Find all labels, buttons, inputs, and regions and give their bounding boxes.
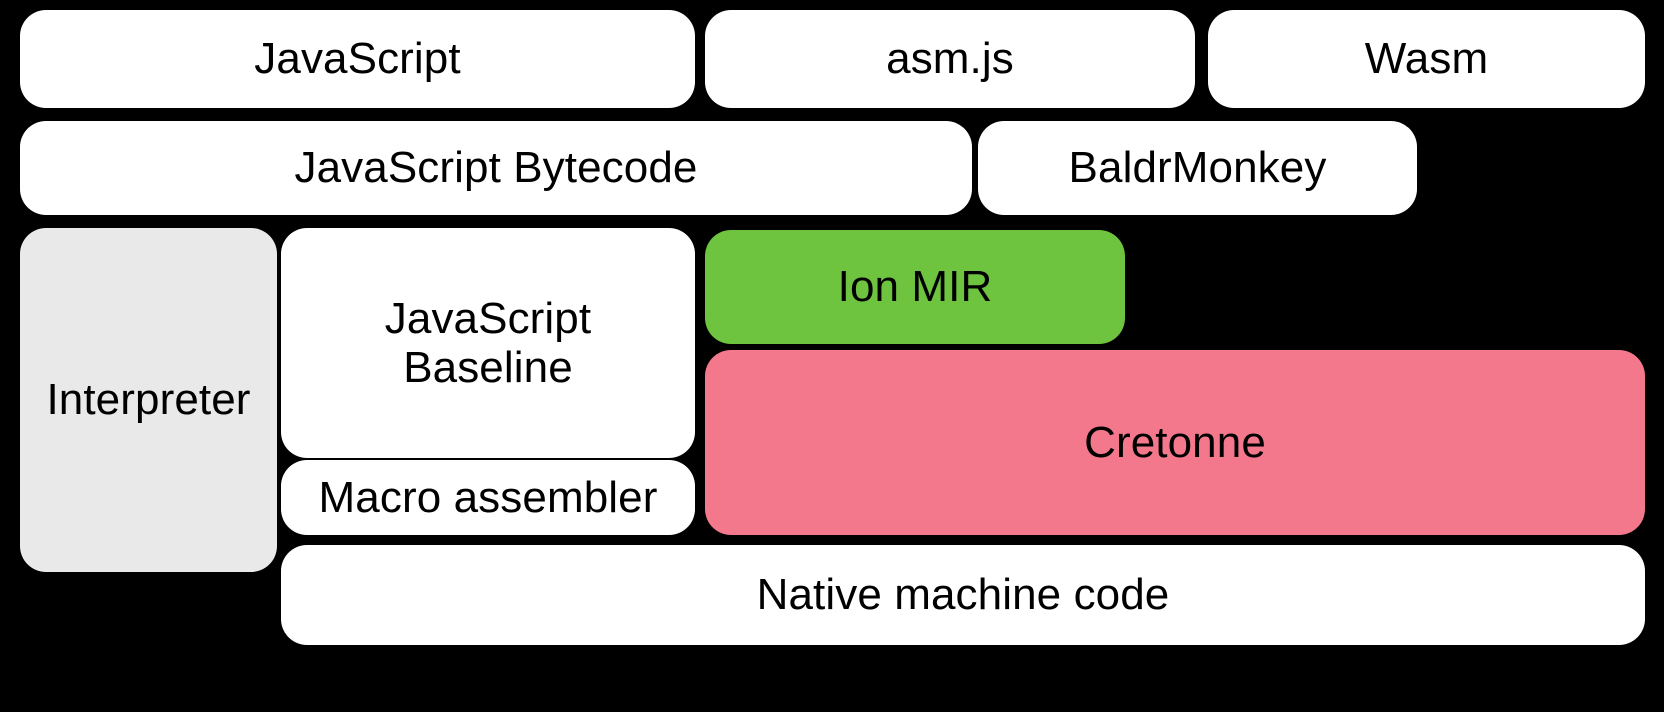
node-javascript-bytecode[interactable]: JavaScript Bytecode: [20, 121, 972, 215]
node-baldrmonkey[interactable]: BaldrMonkey: [978, 121, 1417, 215]
node-cretonne[interactable]: Cretonne: [705, 350, 1645, 535]
node-native-machine-code[interactable]: Native machine code: [281, 545, 1645, 645]
node-ion-mir[interactable]: Ion MIR: [705, 230, 1125, 344]
node-wasm[interactable]: Wasm: [1208, 10, 1645, 108]
node-interpreter[interactable]: Interpreter: [20, 228, 277, 572]
node-macro-assembler[interactable]: Macro assembler: [281, 460, 695, 535]
node-javascript[interactable]: JavaScript: [20, 10, 695, 108]
node-asm-js[interactable]: asm.js: [705, 10, 1195, 108]
node-javascript-baseline[interactable]: JavaScript Baseline: [281, 228, 695, 458]
